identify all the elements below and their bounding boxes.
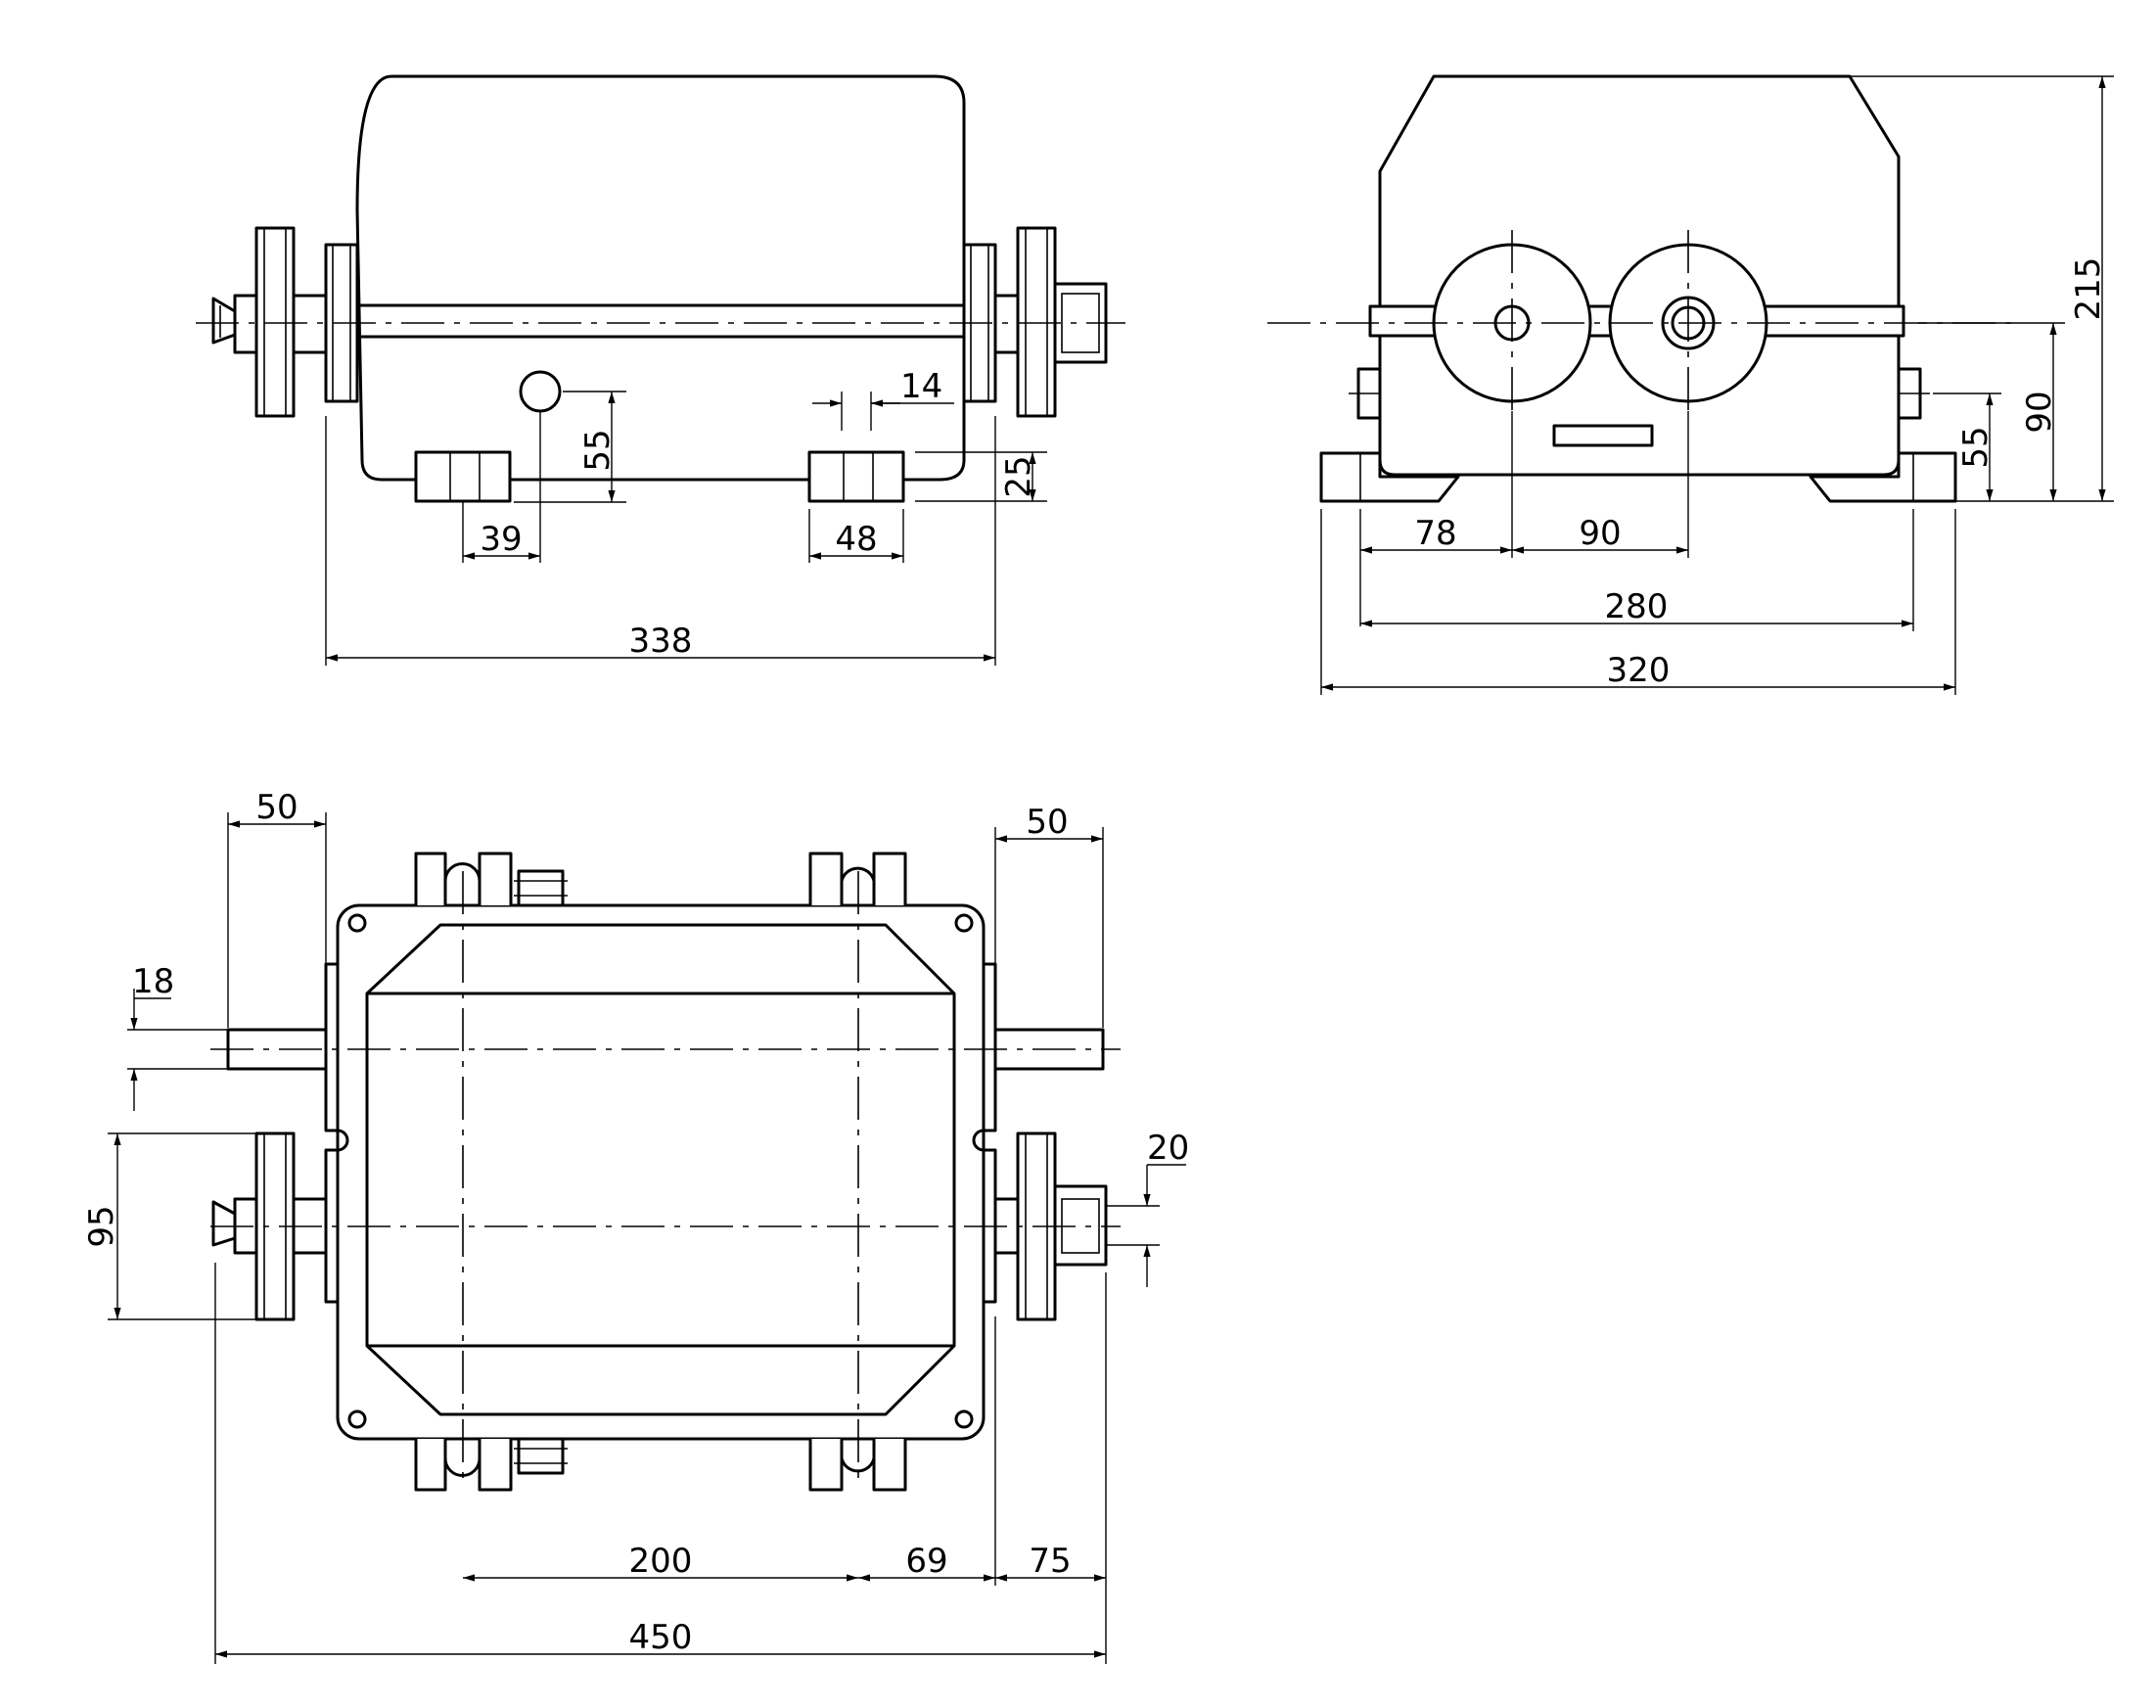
- plan-nut-bottom: [517, 1437, 565, 1475]
- dim-side-90-horizontal: 90: [1579, 514, 1621, 553]
- dim-front-14: 14: [900, 367, 942, 406]
- dim-plan-20: 20: [1147, 1129, 1189, 1168]
- dim-plan-69: 69: [905, 1542, 947, 1581]
- plan-right-plate-upper: [982, 962, 997, 1132]
- front-left-flange: [254, 226, 296, 418]
- side-foot-left: [1319, 451, 1460, 503]
- dim-side-320: 320: [1607, 651, 1671, 690]
- dim-side-78: 78: [1414, 514, 1456, 553]
- dim-side-90-vertical: 90: [2020, 391, 2059, 433]
- plan-lug-top-left: [414, 852, 447, 905]
- side-foot-right: [1809, 451, 1957, 503]
- dim-side-215: 215: [2069, 257, 2108, 321]
- front-foot-right: [807, 450, 905, 503]
- plan-lug-bottom-right: [808, 1439, 844, 1492]
- front-housing: [355, 74, 966, 482]
- front-indicator: [519, 370, 562, 413]
- plan-housing: [336, 903, 986, 1441]
- plan-left-plate-upper: [324, 962, 340, 1132]
- dim-plan-450: 450: [629, 1618, 693, 1657]
- plan-view: 50 50 18 95 20 200 69 75 450: [82, 788, 1189, 1664]
- front-left-knob: [211, 297, 237, 345]
- plan-lug-bottom-left: [414, 1439, 447, 1492]
- dim-plan-95: 95: [82, 1205, 121, 1247]
- front-dimensions: [325, 391, 1047, 666]
- side-dimensions: [1320, 75, 2114, 695]
- front-view: 14 55 25 39 48 338: [196, 74, 1125, 666]
- dim-front-55: 55: [578, 429, 618, 471]
- front-foot-left: [414, 450, 512, 503]
- side-nameplate: [1552, 424, 1654, 447]
- plan-octagon: [365, 923, 956, 1416]
- plan-lug-top-right: [808, 852, 844, 905]
- dim-plan-50-right: 50: [1026, 803, 1068, 842]
- dim-front-39: 39: [480, 520, 522, 559]
- plan-nut-top: [517, 869, 565, 907]
- dim-plan-50-left: 50: [255, 788, 298, 827]
- dim-side-280: 280: [1605, 587, 1669, 626]
- front-right-flange: [1016, 226, 1057, 418]
- dim-side-55: 55: [1956, 426, 1995, 468]
- dim-plan-75: 75: [1029, 1542, 1071, 1581]
- dim-plan-200: 200: [629, 1542, 693, 1581]
- plan-dimensions: [108, 812, 1186, 1664]
- side-view: 215 90 55 78 90 280 320: [1267, 74, 2114, 695]
- dim-front-48: 48: [835, 520, 877, 559]
- dim-plan-18: 18: [132, 962, 174, 1001]
- plan-left-knob: [211, 1200, 237, 1247]
- dim-front-338: 338: [629, 622, 693, 661]
- dim-front-25: 25: [999, 455, 1038, 497]
